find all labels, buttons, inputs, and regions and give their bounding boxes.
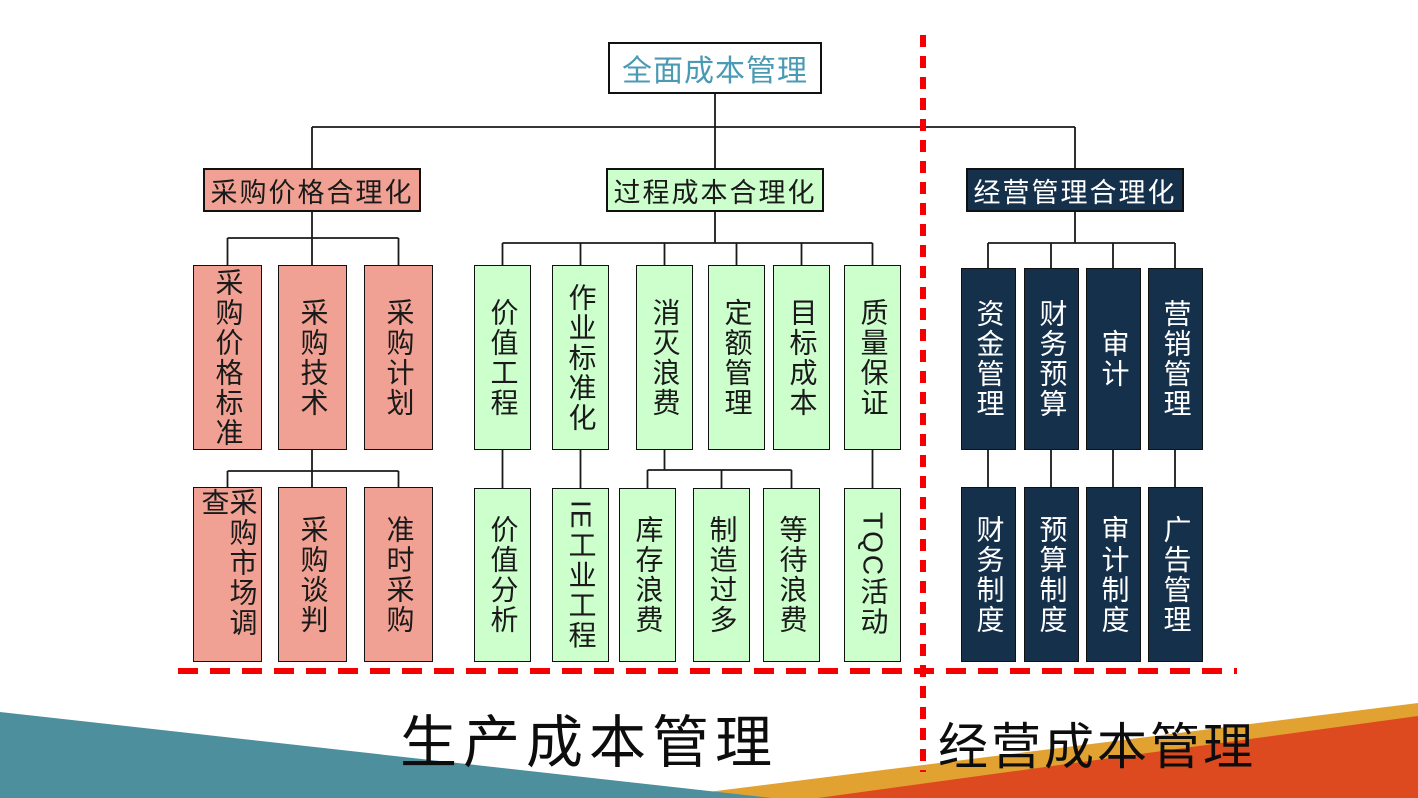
connector-process-branch xyxy=(501,212,874,488)
node-procurement-plan: 采购计划 xyxy=(364,265,433,450)
node-business-management-rationalization: 经营管理合理化 xyxy=(966,168,1184,212)
connector-business-branch xyxy=(987,212,1176,487)
node-tqc-activities: TQC活动 xyxy=(844,488,901,662)
node-fund-management: 资金管理 xyxy=(961,268,1016,450)
decoration-teal-triangle xyxy=(0,712,772,798)
node-ie-industrial-engineering: IE工业工程 xyxy=(552,488,609,662)
node-total-cost-management: 全面成本管理 xyxy=(608,42,822,94)
node-quota-management: 定额管理 xyxy=(708,265,765,450)
node-financial-system: 财务制度 xyxy=(961,487,1016,662)
node-advertising-management: 广告管理 xyxy=(1148,487,1203,662)
node-eliminate-waste: 消灭浪费 xyxy=(636,265,693,450)
node-budget-system: 预算制度 xyxy=(1024,487,1079,662)
node-procurement-market-research: 采购市场调查 xyxy=(193,487,262,662)
node-procurement-negotiation: 采购谈判 xyxy=(278,487,347,662)
decoration-orange-triangle xyxy=(818,716,1418,798)
node-target-cost: 目标成本 xyxy=(773,265,830,450)
node-value-engineering: 价值工程 xyxy=(474,265,531,450)
node-audit-system: 审计制度 xyxy=(1086,487,1141,662)
node-inventory-waste: 库存浪费 xyxy=(619,488,676,662)
node-procurement-price-rationalization: 采购价格合理化 xyxy=(203,168,421,212)
node-procurement-price-standard: 采购价格标准 xyxy=(193,265,262,450)
node-value-analysis: 价值分析 xyxy=(474,488,531,662)
node-operation-standardization: 作业标准化 xyxy=(552,265,609,450)
node-financial-budget: 财务预算 xyxy=(1024,268,1079,450)
node-overproduction: 制造过多 xyxy=(693,488,750,662)
node-process-cost-rationalization: 过程成本合理化 xyxy=(606,168,824,212)
node-quality-assurance: 质量保证 xyxy=(844,265,901,450)
node-audit: 审计 xyxy=(1086,268,1141,450)
connector-procurement-branch xyxy=(226,212,400,487)
node-just-in-time-procurement: 准时采购 xyxy=(364,487,433,662)
connector-root-to-branches xyxy=(311,94,1076,168)
node-marketing-management: 营销管理 xyxy=(1148,268,1203,450)
label-production-cost-management: 生产成本管理 xyxy=(400,711,778,775)
node-procurement-technology: 采购技术 xyxy=(278,265,347,450)
node-waiting-waste: 等待浪费 xyxy=(763,488,820,662)
label-operating-cost-management: 经营成本管理 xyxy=(938,719,1256,775)
